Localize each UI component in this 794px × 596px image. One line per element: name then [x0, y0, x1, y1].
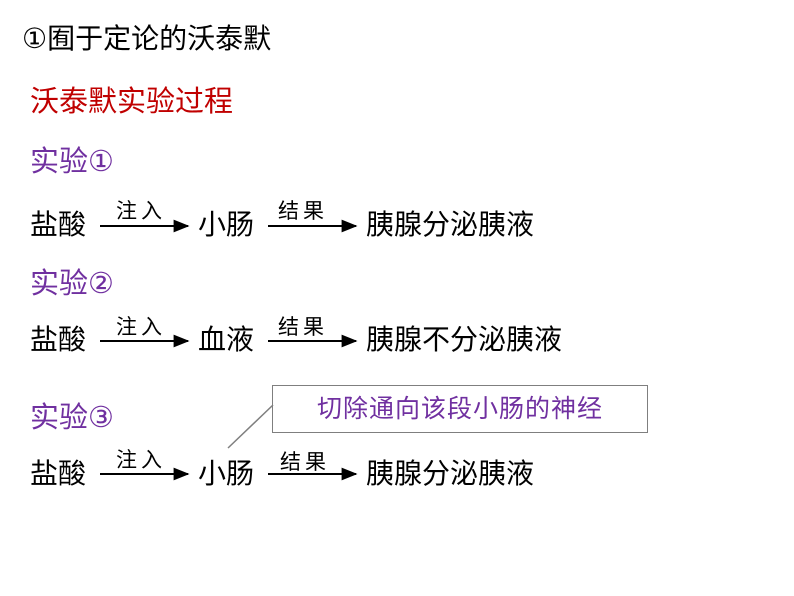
experiment-3-label: 实验③ — [30, 400, 114, 434]
experiment-3-input: 盐酸 — [30, 457, 87, 490]
experiment-2-arrow2-label: 结果 — [278, 315, 328, 339]
callout-note-box: 切除通向该段小肠的神经 — [272, 385, 648, 433]
experiment-1-input: 盐酸 — [30, 208, 87, 241]
experiment-1-target: 小肠 — [198, 208, 255, 241]
callout-pointer-line — [227, 404, 274, 449]
page-title: ①囿于定论的沃泰默 — [22, 22, 272, 55]
experiment-1-result: 胰腺分泌胰液 — [366, 208, 535, 241]
section-subtitle: 沃泰默实验过程 — [30, 84, 234, 118]
experiment-2-label: 实验② — [30, 266, 114, 300]
experiment-2-target: 血液 — [198, 323, 255, 356]
experiment-2-arrow1-label: 注入 — [116, 315, 166, 339]
experiment-2-result: 胰腺不分泌胰液 — [366, 323, 563, 356]
experiment-3-target: 小肠 — [198, 457, 255, 490]
experiment-3-arrow2-label: 结果 — [280, 450, 330, 474]
callout-note-text: 切除通向该段小肠的神经 — [316, 394, 603, 423]
experiment-2-input: 盐酸 — [30, 323, 87, 356]
experiment-1-arrow1-label: 注入 — [116, 199, 166, 223]
experiment-1-arrow2-label: 结果 — [278, 199, 328, 223]
experiment-3-arrow1-label: 注入 — [116, 448, 166, 472]
experiment-3-result: 胰腺分泌胰液 — [366, 457, 535, 490]
experiment-1-label: 实验① — [30, 144, 114, 178]
